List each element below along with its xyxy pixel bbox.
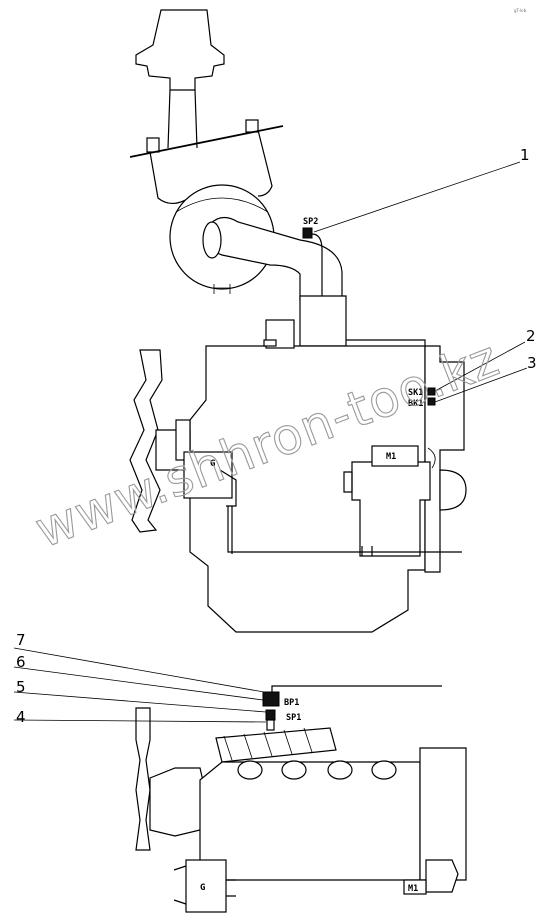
generator-terminals xyxy=(219,469,237,507)
leader-line-6 xyxy=(13,666,264,701)
bracket-right xyxy=(245,119,259,133)
hose-clamp xyxy=(212,284,232,294)
pulley-stack xyxy=(149,767,206,837)
outlet-flange xyxy=(202,221,222,259)
injector-boss-3 xyxy=(327,760,353,780)
air-cleaner-rim xyxy=(175,197,269,213)
valve-cover-ribs xyxy=(223,727,313,761)
starter-pinion xyxy=(343,471,353,493)
pulley xyxy=(175,419,191,461)
m1-bottom-tag: M1 xyxy=(408,884,418,894)
callout-2: 2 xyxy=(526,327,536,345)
bottom-generator-g xyxy=(185,859,227,913)
fan-side-view xyxy=(135,707,151,851)
sensor-stalk xyxy=(266,719,275,731)
intake-pipe xyxy=(167,89,198,149)
bottom-m1-box xyxy=(403,879,427,895)
leader-line-4 xyxy=(13,719,267,723)
mounting-strap xyxy=(129,125,284,158)
m1-top-tag: M1 xyxy=(386,452,396,462)
g-top-tag: G xyxy=(210,459,215,469)
sp1-tag: SP1 xyxy=(286,713,301,723)
sk1-tag: SK1 xyxy=(408,388,423,398)
intake-riser xyxy=(299,295,347,347)
generator-g-top xyxy=(183,451,233,499)
bottom-flywheel-housing xyxy=(419,747,467,881)
callout-6: 6 xyxy=(16,653,26,671)
top-engine-view: SP2 1 SK1 BK1 2 3 M1 xyxy=(129,9,537,633)
callout-5: 5 xyxy=(16,678,26,696)
leader-line-5 xyxy=(13,691,267,713)
generator-wire xyxy=(227,506,462,554)
starter-solenoid xyxy=(371,445,419,467)
flywheel-hub xyxy=(439,469,467,511)
bracket-left xyxy=(146,137,160,153)
bottom-generator-mount xyxy=(173,865,236,905)
bk1-sensor xyxy=(427,397,436,406)
fan-blade-stack xyxy=(129,349,163,533)
air-intake-cap xyxy=(135,9,225,91)
leader-line-2 xyxy=(434,341,526,392)
bp1-wire xyxy=(271,685,442,692)
bp1-tag: BP1 xyxy=(284,698,299,708)
injector-boss-2 xyxy=(281,760,307,780)
bp1-sensor xyxy=(262,691,280,707)
leader-line-3 xyxy=(434,367,528,403)
callout-4: 4 xyxy=(16,708,26,726)
injector-boss-1 xyxy=(237,760,263,780)
filler-cap xyxy=(263,339,277,347)
g-bottom-tag: G xyxy=(200,883,205,893)
leader-line-1 xyxy=(313,161,521,233)
callout-3: 3 xyxy=(527,354,537,372)
bottom-starter xyxy=(425,859,459,893)
callout-7: 7 xyxy=(16,631,26,649)
starter-detail xyxy=(427,447,436,469)
starter-motor-m1 xyxy=(351,461,431,557)
bottom-engine-view: M1 G BP1 SP1 7 6 5 4 xyxy=(13,631,467,913)
injector-boss-4 xyxy=(371,760,397,780)
bottom-engine-block xyxy=(199,761,421,881)
sp1-sensor xyxy=(265,709,276,721)
callout-1: 1 xyxy=(520,146,530,164)
sp2-sensor xyxy=(302,227,313,239)
sk1-sensor xyxy=(427,387,436,396)
sp2-tag: SP2 xyxy=(303,217,318,227)
leader-line-7 xyxy=(13,647,265,693)
starter-wire xyxy=(361,546,373,556)
corner-note: gT-lob xyxy=(514,8,527,13)
bk1-tag: BK1 xyxy=(408,399,423,409)
valve-cover xyxy=(215,727,337,763)
sp2-wire xyxy=(311,233,433,391)
